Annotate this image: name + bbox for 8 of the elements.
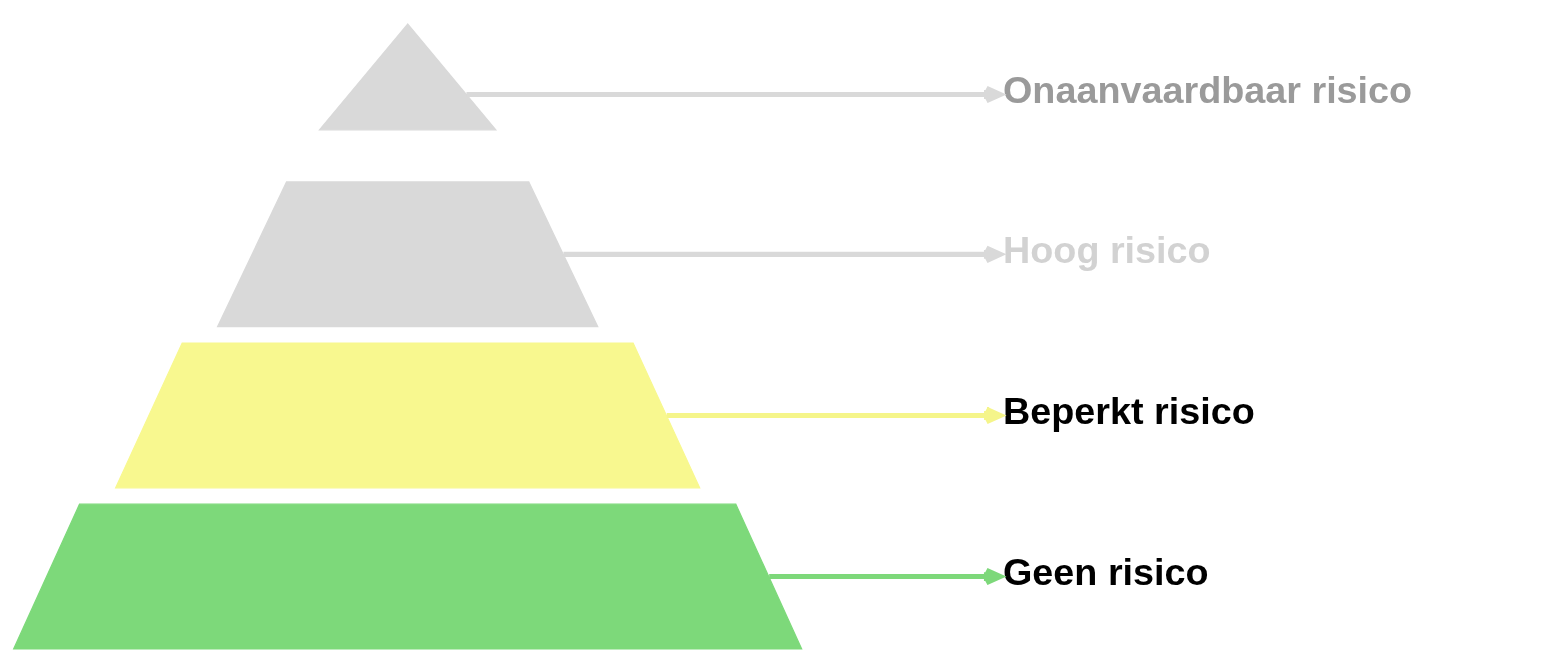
node-trapezoid — [12, 503, 803, 650]
node-text: Beperkt risico — [1003, 389, 1255, 432]
node-text: Geen risico — [1003, 550, 1209, 593]
node-triangle — [318, 22, 498, 130]
arrow — [563, 245, 1003, 263]
node-trapezoid — [114, 342, 701, 488]
node-trapezoid — [216, 180, 599, 327]
node-text: Onaanvaardbaar risico — [1003, 68, 1413, 111]
